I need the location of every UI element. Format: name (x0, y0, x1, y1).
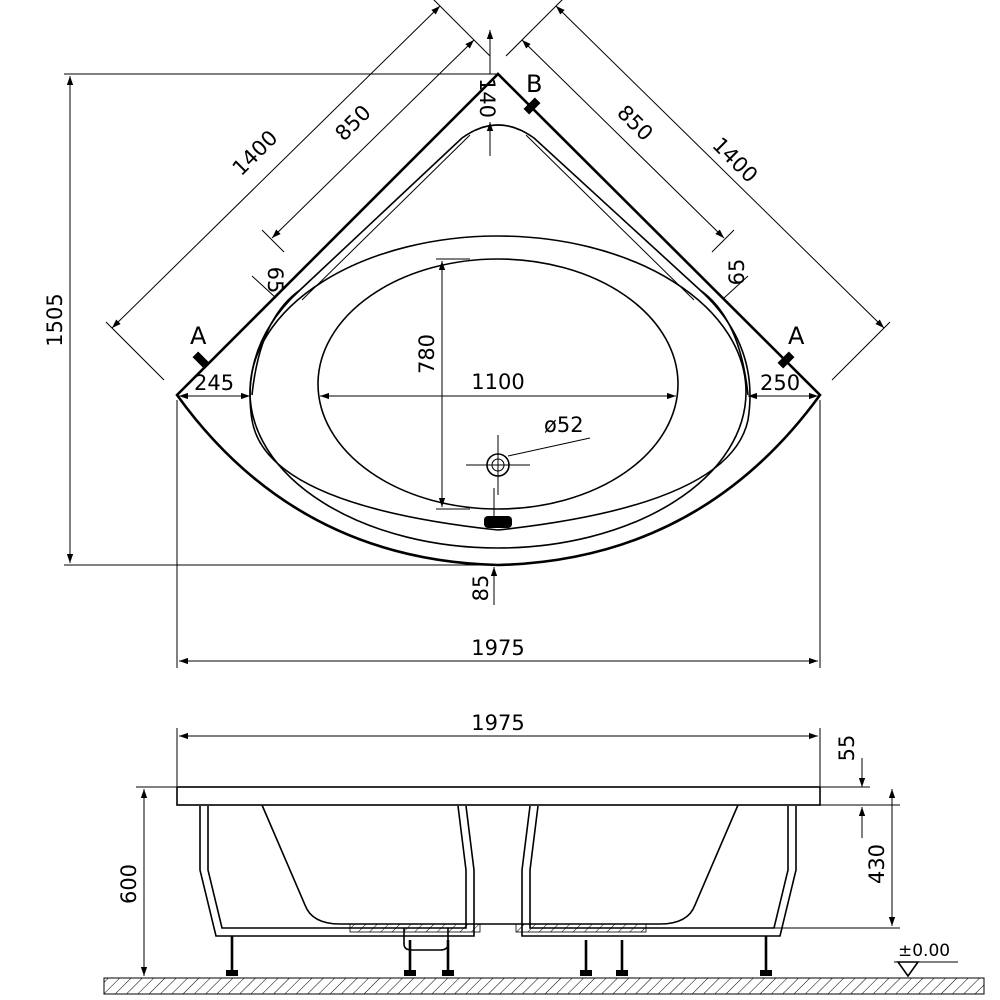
section-b-label: B (526, 70, 542, 98)
armrest-left (301, 134, 471, 301)
bath-outer-outline (175, 72, 822, 567)
dim-65-left-label: 65 (263, 267, 287, 294)
plan-view: ø52 A A B 1400 850 65 1400 850 (43, 0, 891, 668)
dim-1400-right (555, 5, 885, 329)
dim-55-label: 55 (835, 735, 859, 762)
dim-65-right (723, 275, 749, 299)
tub-body (261, 804, 739, 925)
dim-600-label: 600 (117, 864, 141, 904)
dim-85-label: 85 (469, 575, 493, 602)
drain-leader (507, 437, 591, 457)
frame-right (521, 805, 797, 937)
hatch-strip-right (515, 923, 647, 933)
dim-1975-side-label: 1975 (471, 711, 524, 735)
dim-850-left (271, 39, 475, 239)
dim-1975-plan-label: 1975 (471, 636, 524, 660)
dim-1505-label: 1505 (43, 293, 67, 346)
dim-140-label: 140 (475, 78, 499, 118)
basin-ellipse (317, 258, 679, 510)
section-b-marker (523, 97, 541, 115)
dim-430-label: 430 (865, 844, 889, 884)
dim-1100-label: 1100 (471, 370, 524, 394)
section-a-right-label: A (788, 322, 805, 350)
floor-hatch (103, 977, 985, 995)
side-view: 1975 (103, 711, 985, 995)
dim-1400-right-label: 1400 (708, 133, 763, 188)
floor-level-label: ±0.00 (898, 941, 950, 961)
floor-level-triangle-icon (896, 961, 920, 978)
feet (226, 936, 772, 976)
armrest-right (525, 134, 695, 301)
ext-line (711, 229, 735, 253)
ext-line (831, 321, 891, 381)
dim-65-left (251, 275, 277, 299)
ext-line (261, 229, 285, 253)
dim-1400-left-label: 1400 (228, 126, 283, 181)
hatch-strip-left (349, 923, 481, 933)
bath-rim-slab (176, 786, 821, 806)
basin-ellipse-outer (249, 235, 747, 549)
dim-850-right (521, 39, 725, 239)
dim-65-right-label: 65 (725, 259, 749, 286)
dim-245-label: 245 (194, 371, 234, 395)
drain-pipe (403, 928, 449, 951)
ext-line (505, 0, 563, 57)
dim-780-label: 780 (415, 334, 439, 374)
section-a-right-marker (777, 351, 795, 369)
section-a-left-marker (192, 351, 210, 369)
frame-left (199, 805, 475, 937)
ext-line (105, 321, 165, 381)
drain-diameter-label: ø52 (544, 413, 584, 437)
dim-250-label: 250 (760, 371, 800, 395)
section-a-left-label: A (190, 322, 207, 350)
ext-line (433, 0, 491, 57)
dim-850-right-label: 850 (612, 100, 657, 145)
overflow-icon (484, 516, 512, 528)
